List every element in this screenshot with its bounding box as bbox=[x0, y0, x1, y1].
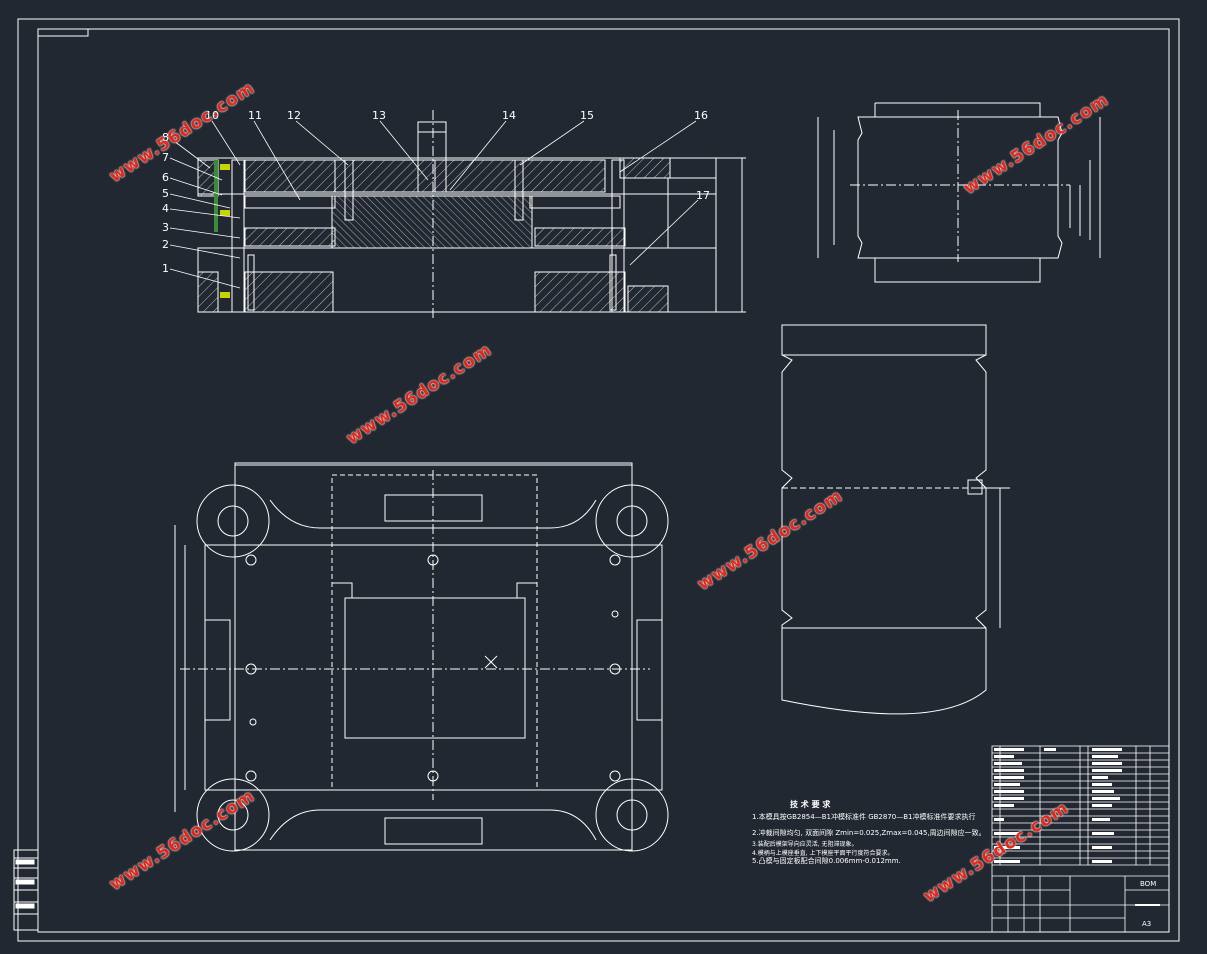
tech-requirement-line-3: 3.装配后模架导向应灵活, 无阻滞现象。 bbox=[752, 841, 858, 848]
callout-5: 5 bbox=[162, 187, 169, 200]
tech-requirement-line-4: 4.模柄与上模座垂直, 上下模座平面平行度符合要求。 bbox=[752, 850, 894, 857]
callout-16: 16 bbox=[694, 109, 708, 122]
callout-1: 1 bbox=[162, 262, 169, 275]
section-accent bbox=[214, 160, 230, 298]
callout-numbers: 1 2 3 4 5 6 7 8 10 11 12 13 14 15 16 17 bbox=[162, 109, 710, 275]
callout-8: 8 bbox=[162, 131, 169, 144]
callout-10: 10 bbox=[205, 109, 219, 122]
bom-text-marks bbox=[994, 748, 1122, 863]
callout-15: 15 bbox=[580, 109, 594, 122]
tech-requirements-title: 技 术 要 求 bbox=[790, 800, 831, 809]
tech-requirement-line-1: 1.本模具按GB2854—B1冲模标准件 GB2870—B1冲模标准件要求执行 bbox=[752, 813, 976, 821]
callout-3: 3 bbox=[162, 221, 169, 234]
sheet-border bbox=[17, 18, 1180, 942]
tech-requirement-line-2: 2.冲裁间隙均匀, 双面间隙 Zmin=0.025,Zmax=0.045,周边间… bbox=[752, 829, 986, 837]
title-block-designation: BOM bbox=[1140, 880, 1156, 888]
callout-13: 13 bbox=[372, 109, 386, 122]
plan-holes bbox=[245, 554, 621, 782]
callout-12: 12 bbox=[287, 109, 301, 122]
callout-7: 7 bbox=[162, 151, 169, 164]
callout-6: 6 bbox=[162, 171, 169, 184]
callout-17: 17 bbox=[696, 189, 710, 202]
callout-11: 11 bbox=[248, 109, 262, 122]
bom-table bbox=[991, 745, 1170, 933]
part-side-view bbox=[781, 324, 1010, 715]
callout-leaders bbox=[169, 120, 699, 289]
title-block-scale: A3 bbox=[1142, 920, 1151, 928]
section-view bbox=[197, 110, 746, 318]
plan-view bbox=[174, 462, 669, 852]
callout-4: 4 bbox=[162, 202, 169, 215]
title-block-labels: BOM A3 bbox=[1140, 880, 1156, 928]
part-top-view bbox=[817, 102, 1101, 283]
revision-strip bbox=[13, 849, 39, 931]
tech-requirement-line-5: 5.凸模与固定板配合间隙0.006mm-0.012mm. bbox=[752, 857, 901, 865]
callout-14: 14 bbox=[502, 109, 516, 122]
callout-2: 2 bbox=[162, 238, 169, 251]
